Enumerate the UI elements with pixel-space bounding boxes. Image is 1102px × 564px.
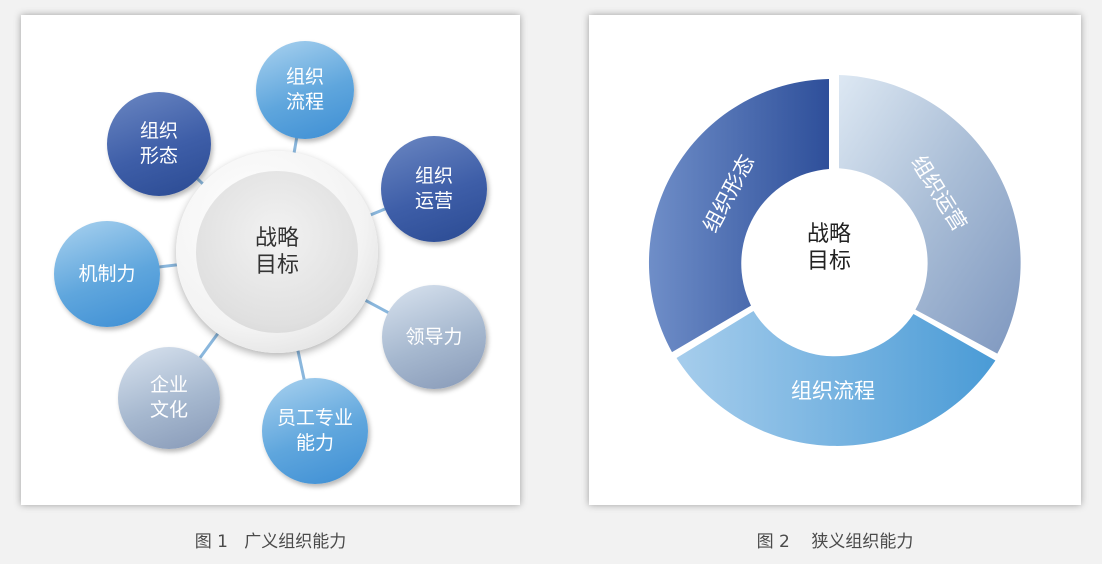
node-org-form-label: 组织形态 <box>139 120 178 167</box>
segment-org-process-label: 组织流程 <box>791 379 875 403</box>
figure-1-caption: 图 1 广义组织能力 <box>194 532 347 552</box>
center-label: 战略目标 <box>254 226 299 278</box>
node-org-operation: 组织运营 <box>381 136 487 242</box>
node-org-process: 组织流程 <box>256 41 354 139</box>
segment-org-form <box>648 79 829 353</box>
node-mechanism: 机制力 <box>54 221 160 327</box>
node-org-process-label: 组织流程 <box>285 66 324 113</box>
segment-org-operation <box>839 75 1021 354</box>
node-culture-label: 企业文化 <box>149 374 188 421</box>
node-staff-ability: 员工专业能力 <box>262 378 368 484</box>
node-org-form: 组织形态 <box>107 92 211 196</box>
ring-center: 战略目标 <box>783 221 875 281</box>
node-leadership-label: 领导力 <box>405 325 463 348</box>
node-org-operation-label: 组织运营 <box>414 165 453 212</box>
figure-2-caption: 图 2 狭义组织能力 <box>756 532 914 552</box>
node-culture: 企业文化 <box>118 347 220 449</box>
segment-org-process <box>676 311 996 446</box>
node-staff-ability-label: 员工专业能力 <box>276 407 353 454</box>
node-mechanism-label: 机制力 <box>78 262 136 285</box>
ring-center-label: 战略目标 <box>806 222 851 274</box>
center-circle: 战略目标 <box>196 171 358 333</box>
node-leadership: 领导力 <box>382 285 486 389</box>
